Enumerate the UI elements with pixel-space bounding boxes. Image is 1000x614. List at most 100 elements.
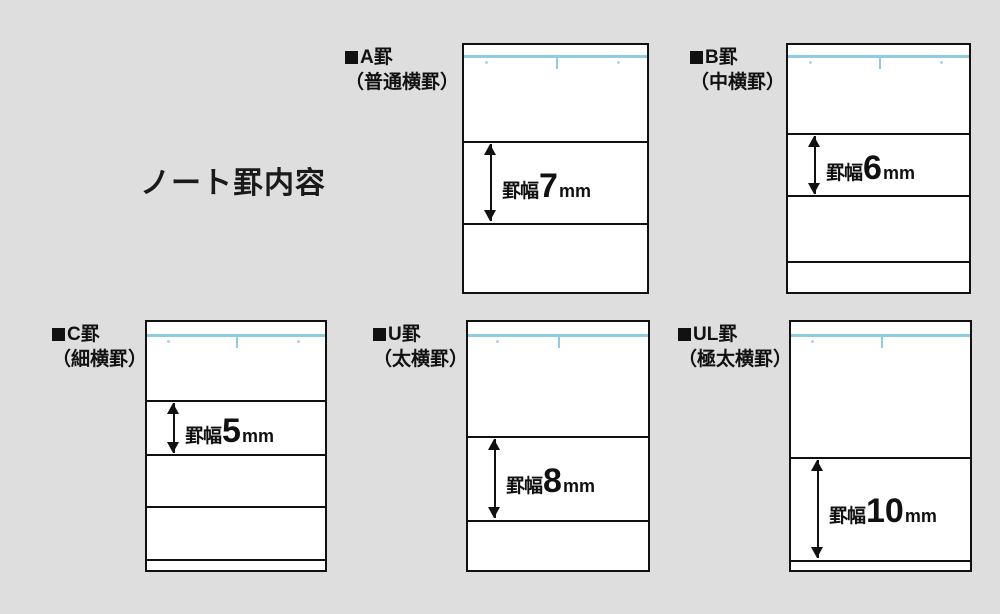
specimen-u-measure-caption: 罫幅 8 mm bbox=[506, 464, 595, 498]
arrow-head-down-icon bbox=[808, 183, 820, 194]
square-bullet-icon bbox=[345, 51, 358, 64]
specimen-b-label: B罫 （中横罫） bbox=[690, 45, 785, 95]
caption-unit: mm bbox=[904, 506, 937, 526]
specimen-c-measure-caption: 罫幅 5 mm bbox=[185, 414, 274, 448]
specimen-u-label: U罫 （太横罫） bbox=[373, 322, 468, 372]
caption-value: 8 bbox=[543, 462, 562, 500]
arrow-head-up-icon bbox=[811, 460, 823, 471]
rule-line bbox=[147, 400, 325, 402]
rule-line bbox=[147, 559, 325, 561]
specimen-ul-measure-caption: 罫幅 10 mm bbox=[829, 494, 937, 528]
header-center-tick-icon bbox=[878, 58, 881, 69]
rule-line bbox=[468, 520, 648, 522]
specimen-c-measure-arrow bbox=[167, 403, 180, 453]
arrow-head-down-icon bbox=[488, 507, 500, 518]
specimen-b-code: B罫 bbox=[690, 45, 785, 70]
specimen-ul-measure-arrow bbox=[811, 460, 824, 558]
rule-line bbox=[147, 506, 325, 508]
square-bullet-icon bbox=[373, 328, 386, 341]
specimen-c-name: （細横罫） bbox=[52, 349, 148, 370]
arrow-head-down-icon bbox=[811, 547, 823, 558]
header-center-tick-icon bbox=[555, 58, 558, 69]
specimen-a-paper: 罫幅 7 mm bbox=[462, 43, 649, 294]
caption-unit: mm bbox=[562, 476, 595, 496]
specimen-b-code-text: B罫 bbox=[705, 47, 738, 68]
caption-word: 罫幅 bbox=[829, 506, 866, 527]
caption-unit: mm bbox=[558, 181, 591, 201]
arrow-shaft bbox=[817, 460, 819, 558]
caption-word: 罫幅 bbox=[826, 163, 863, 184]
specimen-u-code: U罫 bbox=[373, 322, 468, 347]
specimen-a-name: （普通横罫） bbox=[345, 72, 460, 93]
header-blue-line bbox=[468, 334, 648, 337]
page-title: ノート罫内容 bbox=[140, 167, 326, 200]
specimen-u-measure-arrow bbox=[488, 439, 501, 518]
arrow-head-up-icon bbox=[484, 144, 496, 155]
specimen-c-label: C罫 （細横罫） bbox=[52, 322, 147, 372]
caption-value: 6 bbox=[863, 149, 882, 187]
specimen-ul-code: UL罫 bbox=[678, 322, 792, 347]
specimen-b-paper: 罫幅 6 mm bbox=[786, 43, 971, 294]
specimen-b-measure-arrow bbox=[808, 136, 821, 194]
header-blue-line bbox=[788, 55, 969, 58]
header-blue-line bbox=[791, 334, 970, 337]
arrow-head-up-icon bbox=[167, 403, 179, 414]
caption-value: 7 bbox=[539, 167, 558, 205]
specimen-u-name: （太横罫） bbox=[373, 349, 469, 370]
header-center-tick-icon bbox=[236, 337, 238, 348]
header-right-dot-icon bbox=[617, 61, 620, 64]
specimen-ul-code-text: UL罫 bbox=[693, 324, 738, 345]
arrow-head-up-icon bbox=[488, 439, 500, 450]
header-blue-line bbox=[464, 55, 647, 58]
arrow-head-up-icon bbox=[808, 136, 820, 147]
specimen-u-code-text: U罫 bbox=[388, 324, 421, 345]
rule-line bbox=[788, 195, 969, 197]
header-blue-line bbox=[147, 334, 325, 337]
rule-line bbox=[147, 454, 325, 456]
rule-line bbox=[788, 261, 969, 263]
arrow-shaft bbox=[814, 136, 816, 194]
arrow-shaft bbox=[494, 439, 496, 518]
caption-value: 5 bbox=[222, 412, 241, 450]
specimen-a-code: A罫 bbox=[345, 45, 459, 70]
square-bullet-icon bbox=[690, 51, 703, 64]
arrow-head-down-icon bbox=[484, 210, 496, 221]
specimen-u-paper: 罫幅 8 mm bbox=[466, 320, 650, 572]
rule-line bbox=[464, 141, 647, 143]
caption-word: 罫幅 bbox=[506, 476, 543, 497]
specimen-a-measure-arrow bbox=[484, 144, 497, 221]
rule-line bbox=[788, 133, 969, 135]
arrow-head-down-icon bbox=[167, 442, 179, 453]
header-left-dot-icon bbox=[167, 340, 170, 343]
specimen-ul-paper: 罫幅 10 mm bbox=[789, 320, 972, 572]
specimen-b-measure-caption: 罫幅 6 mm bbox=[826, 151, 915, 185]
specimen-ul-label: UL罫 （極太横罫） bbox=[678, 322, 792, 372]
arrow-shaft bbox=[490, 144, 492, 221]
header-center-tick-icon bbox=[880, 337, 883, 348]
rule-line bbox=[464, 223, 647, 225]
header-right-dot-icon bbox=[297, 340, 300, 343]
specimen-a-label: A罫 （普通横罫） bbox=[345, 45, 459, 95]
rule-line bbox=[468, 436, 648, 438]
specimen-c-code-text: C罫 bbox=[67, 324, 100, 345]
caption-unit: mm bbox=[241, 426, 274, 446]
specimen-a-measure-caption: 罫幅 7 mm bbox=[502, 169, 591, 203]
caption-word: 罫幅 bbox=[502, 181, 539, 202]
header-left-dot-icon bbox=[809, 61, 812, 64]
rule-line bbox=[791, 560, 970, 562]
square-bullet-icon bbox=[678, 328, 691, 341]
square-bullet-icon bbox=[52, 328, 65, 341]
arrow-shaft bbox=[173, 403, 175, 453]
header-left-dot-icon bbox=[485, 61, 488, 64]
header-right-dot-icon bbox=[940, 61, 943, 64]
header-left-dot-icon bbox=[496, 340, 499, 343]
rule-line bbox=[791, 457, 970, 459]
specimen-a-code-text: A罫 bbox=[360, 47, 393, 68]
caption-word: 罫幅 bbox=[185, 426, 222, 447]
specimen-ul-name: （極太横罫） bbox=[678, 349, 793, 370]
caption-unit: mm bbox=[882, 163, 915, 183]
header-center-tick-icon bbox=[558, 337, 560, 348]
specimen-c-paper: 罫幅 5 mm bbox=[145, 320, 327, 572]
caption-value: 10 bbox=[866, 492, 904, 530]
